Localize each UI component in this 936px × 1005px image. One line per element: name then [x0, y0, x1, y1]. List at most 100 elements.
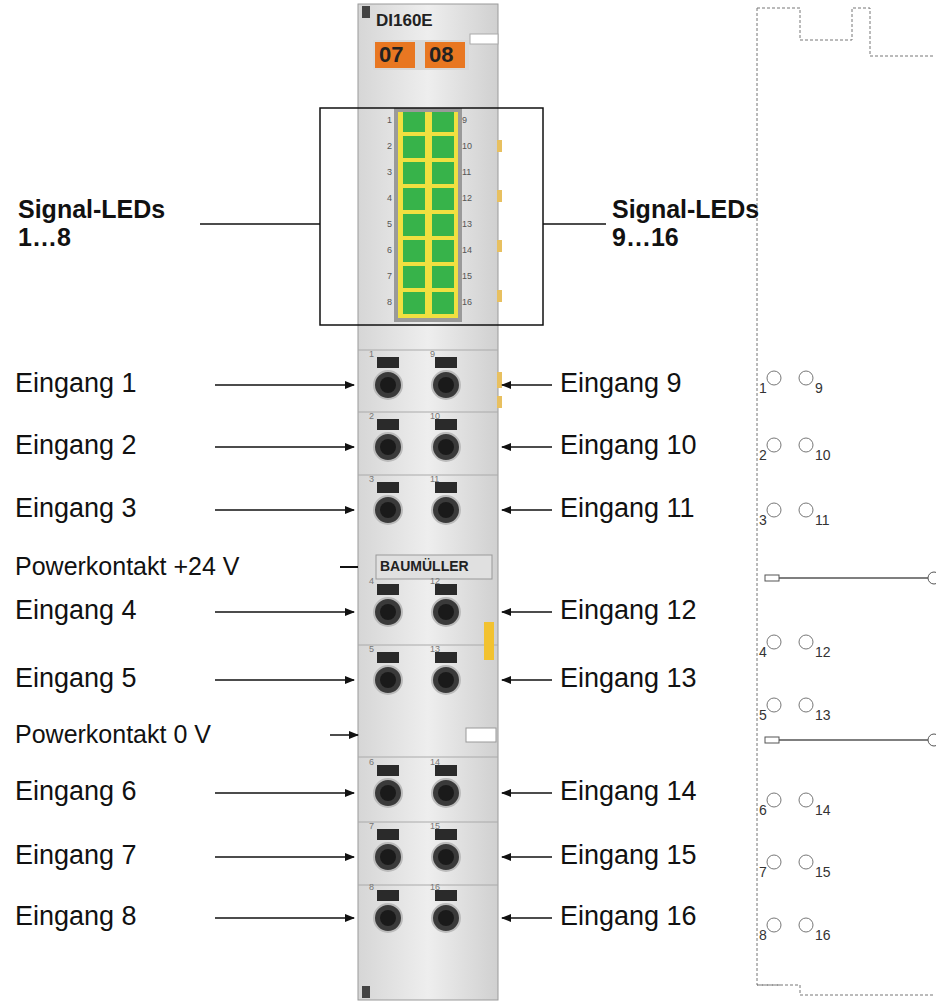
terminal-hole	[438, 849, 454, 865]
terminal-hole	[438, 502, 454, 518]
terminal-hole	[432, 843, 460, 871]
schematic-number: 10	[815, 448, 831, 463]
led-number: 5	[387, 220, 392, 230]
schematic-point	[767, 855, 781, 869]
leader-arrow	[215, 384, 354, 386]
led-group-label: Signal-LEDs 9…16	[612, 196, 802, 251]
terminal-number: 2	[369, 412, 374, 422]
led-number: 4	[387, 194, 392, 204]
schematic-number: 13	[815, 708, 831, 723]
leader-arrow	[215, 856, 354, 858]
terminal-hole	[438, 785, 454, 801]
led-number: 12	[462, 194, 472, 204]
spring-opening	[377, 890, 399, 901]
schematic-point	[767, 918, 781, 932]
schematic-point	[767, 503, 781, 517]
leader-arrow	[502, 446, 552, 448]
terminal-hole	[432, 779, 460, 807]
led-gap	[398, 262, 458, 266]
input-label: Eingang 2	[15, 431, 137, 461]
terminal-number: 14	[430, 758, 440, 768]
terminal-hole	[380, 672, 396, 688]
terminal-hole	[432, 433, 460, 461]
schematic-point	[799, 635, 813, 649]
terminal-hole	[432, 904, 460, 932]
input-label: Eingang 4	[15, 596, 137, 626]
input-label: Eingang 10	[560, 431, 697, 461]
schematic-point	[767, 793, 781, 807]
led-number: 2	[387, 142, 392, 152]
schematic-point	[767, 438, 781, 452]
led-number: 13	[462, 220, 472, 230]
schematic-point	[799, 855, 813, 869]
spring-opening	[377, 765, 399, 776]
power-rail	[779, 739, 928, 741]
terminal-number: 16	[430, 883, 440, 893]
terminal-number: 10	[430, 412, 440, 422]
terminal-number: 15	[430, 822, 440, 832]
module-housing	[358, 4, 502, 1000]
terminal-number: 7	[369, 822, 374, 832]
terminal-hole	[380, 439, 396, 455]
schematic-number: 16	[815, 928, 831, 943]
led-number: 7	[387, 272, 392, 282]
schematic-number: 14	[815, 803, 831, 818]
input-label: Eingang 13	[560, 664, 697, 694]
input-label: Eingang 16	[560, 902, 697, 932]
leader-arrow	[502, 611, 552, 613]
schematic-number: 7	[759, 865, 767, 880]
terminal-points	[374, 132, 460, 932]
led-number: 6	[387, 246, 392, 256]
schematic-point	[799, 793, 813, 807]
power-contact-label: Powerkontakt +24 V	[15, 553, 239, 581]
schematic-number: 1	[759, 381, 767, 396]
input-label: Eingang 12	[560, 596, 697, 626]
terminal-hole	[380, 377, 396, 393]
terminal-hole	[374, 433, 402, 461]
slot-number: 07	[379, 43, 403, 67]
schematic-point	[767, 698, 781, 712]
leader-arrow	[215, 679, 354, 681]
schematic-number: 9	[815, 381, 823, 396]
schematic-number: 11	[815, 513, 830, 528]
leader-arrow	[502, 917, 552, 919]
terminal-hole	[374, 371, 402, 399]
led-number: 14	[462, 246, 472, 256]
led-number: 1	[387, 116, 392, 126]
terminal-hole	[432, 598, 460, 626]
terminal-number: 3	[369, 475, 374, 485]
leader-arrow	[215, 611, 354, 613]
power-rail-end	[928, 734, 936, 746]
terminal-hole	[432, 666, 460, 694]
led-gap	[398, 132, 458, 136]
leader-arrows	[215, 385, 552, 918]
led-gap	[398, 288, 458, 292]
terminal-number: 12	[430, 577, 440, 587]
led-number: 10	[462, 142, 472, 152]
schematic-point	[767, 635, 781, 649]
terminal-hole	[374, 496, 402, 524]
led-gap	[398, 210, 458, 214]
terminal-hole	[432, 371, 460, 399]
terminal-number: 8	[369, 883, 374, 893]
terminal-hole	[438, 910, 454, 926]
input-label: Eingang 7	[15, 841, 137, 871]
power-rail-end	[765, 575, 779, 581]
spring-opening	[377, 482, 399, 493]
led-gap	[398, 158, 458, 162]
leader-arrow	[330, 734, 358, 736]
power-rail	[779, 577, 928, 579]
power-rail-end	[928, 572, 936, 584]
input-label: Eingang 5	[15, 664, 137, 694]
power-contact-mark	[340, 566, 358, 568]
led-group-label: Signal-LEDs 1…8	[18, 196, 193, 251]
input-label: Eingang 15	[560, 841, 697, 871]
input-label: Eingang 8	[15, 902, 137, 932]
led-number: 3	[387, 168, 392, 178]
schematic-number: 2	[759, 448, 767, 463]
schematic-number: 4	[759, 645, 767, 660]
schematic-number: 12	[815, 645, 831, 660]
terminal-hole	[374, 779, 402, 807]
led-bracket	[320, 108, 543, 325]
led-gap	[398, 236, 458, 240]
